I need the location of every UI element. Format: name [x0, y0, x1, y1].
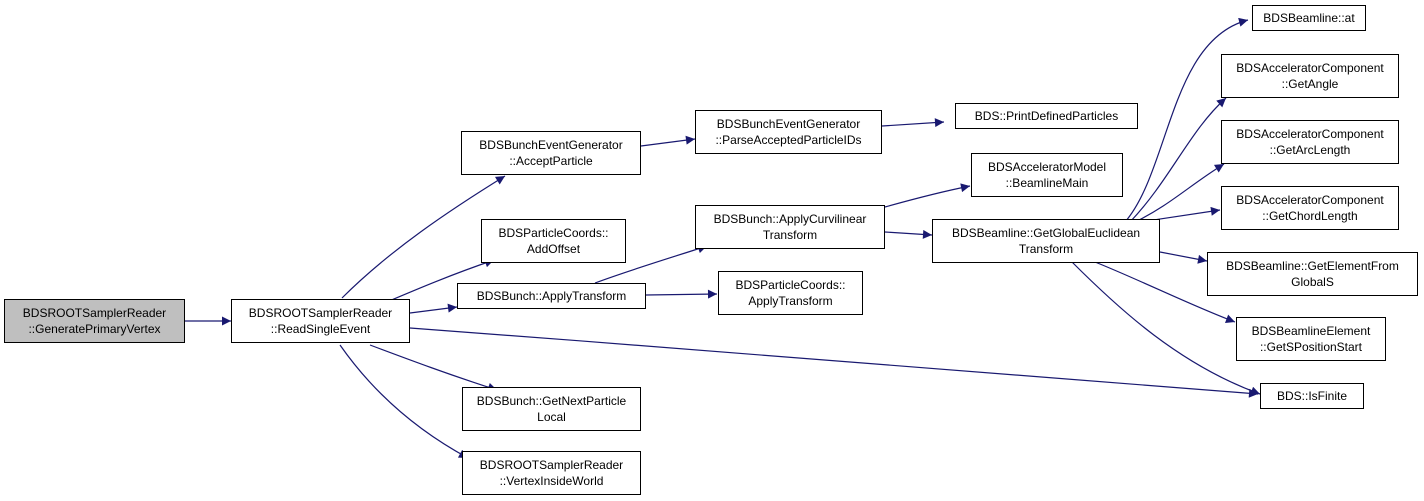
node-get-arc-length[interactable]: BDSAcceleratorComponent ::GetArcLength	[1221, 120, 1399, 164]
edge-global-euclidean-to-get-element-from-s	[1159, 251, 1208, 264]
node-beamline-main[interactable]: BDSAcceleratorModel ::BeamlineMain	[971, 153, 1123, 197]
node-get-element-from-global-s[interactable]: BDSBeamline::GetElementFrom GlobalS	[1207, 252, 1418, 296]
node-label: ::ReadSingleEvent	[270, 322, 371, 336]
node-apply-transform[interactable]: BDSBunch::ApplyTransform	[457, 283, 646, 309]
node-get-s-position-start[interactable]: BDSBeamlineElement ::GetSPositionStart	[1236, 317, 1386, 361]
edge-apply-curvilinear-to-global-euclidean	[884, 229, 933, 239]
node-apply-curvilinear-transform[interactable]: BDSBunch::ApplyCurvilinear Transform	[695, 205, 885, 249]
node-label: BDSBeamline::GetElementFrom	[1226, 259, 1399, 273]
node-label: BDS::IsFinite	[1276, 389, 1348, 403]
node-coords-apply-transform[interactable]: BDSParticleCoords:: ApplyTransform	[718, 271, 863, 315]
node-label: GlobalS	[1291, 275, 1334, 289]
node-label: ::ParseAcceptedParticleIDs	[715, 133, 862, 147]
node-label: Transform	[1018, 242, 1074, 256]
node-label: BDSBunchEventGenerator	[479, 138, 623, 152]
node-label: ::GetChordLength	[1262, 209, 1358, 223]
node-get-angle[interactable]: BDSAcceleratorComponent ::GetAngle	[1221, 54, 1399, 98]
node-is-finite[interactable]: BDS::IsFinite	[1260, 383, 1364, 409]
node-label: Local	[537, 410, 566, 424]
node-label: BDSParticleCoords::	[498, 226, 609, 240]
node-vertex-inside-world[interactable]: BDSROOTSamplerReader ::VertexInsideWorld	[462, 451, 641, 495]
node-label: BDSROOTSamplerReader	[22, 306, 167, 320]
node-add-offset[interactable]: BDSParticleCoords:: AddOffset	[481, 219, 626, 263]
node-label: BDSROOTSamplerReader	[479, 458, 624, 472]
node-get-chord-length[interactable]: BDSAcceleratorComponent ::GetChordLength	[1221, 186, 1399, 230]
node-label: ::BeamlineMain	[1005, 176, 1089, 190]
node-generate-primary-vertex[interactable]: BDSROOTSamplerReader ::GeneratePrimaryVe…	[4, 299, 185, 343]
edge-read-single-event-to-is-finite	[409, 327, 1259, 398]
node-label: ::GetAngle	[1281, 77, 1339, 91]
node-read-single-event[interactable]: BDSROOTSamplerReader ::ReadSingleEvent	[231, 299, 410, 343]
edge-read-single-event-to-accept-particle	[341, 175, 506, 299]
node-label: ApplyTransform	[748, 294, 833, 308]
node-label: BDSAcceleratorModel	[987, 160, 1107, 174]
node-label: ::GetArcLength	[1269, 143, 1351, 157]
edge-read-single-event-to-vertex-inside	[339, 344, 469, 459]
node-label: BDSParticleCoords::	[735, 278, 846, 292]
node-label: AddOffset	[526, 242, 581, 256]
node-label: BDSBunch::ApplyCurvilinear	[713, 212, 867, 226]
edge-apply-transform-to-coords-apply-transform	[645, 289, 718, 299]
edge-global-euclidean-to-beamline-at	[1124, 17, 1249, 223]
node-get-next-particle-local[interactable]: BDSBunch::GetNextParticle Local	[462, 387, 641, 431]
node-label: ::AcceptParticle	[509, 154, 593, 168]
edge-read-single-event-to-next-particle	[369, 344, 498, 392]
edge-accept-particle-to-parse-ids	[640, 135, 696, 147]
node-parse-accepted-particle-ids[interactable]: BDSBunchEventGenerator ::ParseAcceptedPa…	[695, 110, 882, 154]
node-label: BDSBunch::GetNextParticle	[476, 394, 627, 408]
node-label: BDSBeamlineElement	[1251, 324, 1371, 338]
node-label: BDSAcceleratorComponent	[1236, 193, 1384, 207]
node-label: BDSAcceleratorComponent	[1236, 127, 1384, 141]
node-label: ::GeneratePrimaryVertex	[28, 322, 161, 336]
node-label: BDSBeamline::at	[1263, 11, 1355, 25]
node-label: BDSAcceleratorComponent	[1236, 61, 1384, 75]
node-get-global-euclidean-transform[interactable]: BDSBeamline::GetGlobalEuclidean Transfor…	[932, 219, 1160, 263]
node-label: Transform	[762, 228, 818, 242]
node-label: BDS::PrintDefinedParticles	[974, 109, 1119, 123]
edge-global-euclidean-to-get-arc-length	[1134, 163, 1225, 223]
node-label: BDSROOTSamplerReader	[248, 306, 393, 320]
edge-global-euclidean-to-get-s-position-start	[1094, 261, 1236, 324]
edge-apply-transform-to-apply-curvilinear	[594, 244, 708, 284]
edge-parse-ids-to-print-defined	[881, 118, 945, 128]
node-accept-particle[interactable]: BDSBunchEventGenerator ::AcceptParticle	[461, 131, 641, 175]
edge-apply-curvilinear-to-beamline-main	[884, 183, 971, 208]
edge-read-single-event-to-apply-transform	[409, 303, 458, 314]
node-beamline-at[interactable]: BDSBeamline::at	[1252, 5, 1366, 31]
node-label: ::VertexInsideWorld	[499, 474, 604, 488]
node-label: BDSBunch::ApplyTransform	[476, 289, 627, 303]
node-label: ::GetSPositionStart	[1259, 340, 1363, 354]
edge-global-euclidean-to-get-angle	[1129, 97, 1227, 223]
edge-global-euclidean-to-is-finite	[1071, 261, 1261, 396]
node-label: BDSBunchEventGenerator	[716, 117, 861, 131]
node-label: BDSBeamline::GetGlobalEuclidean	[951, 226, 1141, 240]
node-print-defined-particles[interactable]: BDS::PrintDefinedParticles	[955, 103, 1138, 129]
